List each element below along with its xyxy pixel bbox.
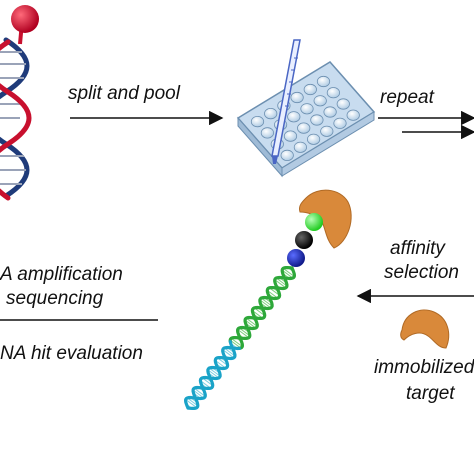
label-sequencing: sequencing bbox=[6, 288, 104, 309]
arrow-repeat bbox=[378, 110, 474, 140]
plate-well bbox=[326, 87, 340, 99]
plate-well bbox=[260, 127, 274, 139]
helix-rung bbox=[229, 339, 241, 349]
plate-well bbox=[250, 116, 265, 128]
helix-rung bbox=[185, 399, 198, 409]
label-hit-evaluation: NA hit evaluation bbox=[0, 343, 143, 364]
plate-well bbox=[336, 98, 350, 110]
helix-rung bbox=[259, 299, 272, 309]
plate-well bbox=[316, 75, 331, 88]
helix-rung bbox=[239, 327, 251, 337]
helix-strand bbox=[235, 266, 294, 350]
helix-rung bbox=[245, 317, 258, 327]
plate-well bbox=[293, 141, 307, 153]
dna-conjugate-icon bbox=[183, 189, 352, 410]
helix-rung bbox=[222, 349, 235, 359]
black-bead-icon bbox=[295, 231, 313, 249]
plate-well bbox=[297, 122, 311, 134]
helix-rung bbox=[187, 397, 199, 407]
label-split-and-pool: split and pool bbox=[68, 83, 180, 104]
label-selection: selection bbox=[384, 262, 459, 283]
blue-bead-icon bbox=[287, 249, 305, 267]
helix-rung bbox=[275, 277, 288, 287]
plate-well bbox=[306, 133, 321, 145]
label-affinity: affinity bbox=[390, 238, 445, 259]
helix-rung bbox=[281, 269, 293, 279]
helix-strand bbox=[228, 266, 297, 344]
plate-well bbox=[346, 109, 360, 121]
helix-strand bbox=[183, 340, 237, 410]
double-helix-icon bbox=[0, 21, 32, 201]
target-protein-icon bbox=[400, 309, 450, 349]
plate-well bbox=[313, 95, 327, 107]
helix-rung bbox=[274, 279, 287, 289]
helix-rung bbox=[244, 319, 257, 329]
plate-well bbox=[310, 114, 324, 126]
plate-well bbox=[323, 106, 337, 118]
helix-rung bbox=[192, 389, 205, 399]
helix-rung bbox=[260, 297, 273, 307]
plate-well bbox=[333, 117, 347, 129]
plate-well bbox=[264, 108, 278, 120]
plate-well bbox=[300, 103, 314, 115]
helix-rung bbox=[230, 337, 243, 347]
label-amplification: A amplification bbox=[0, 264, 123, 285]
well-plate-icon bbox=[236, 61, 376, 178]
green-bead-icon bbox=[305, 213, 323, 231]
helix-rung bbox=[193, 387, 206, 397]
helix-rung bbox=[208, 367, 221, 377]
plate-well bbox=[290, 91, 304, 104]
red-ball-icon bbox=[11, 5, 39, 33]
label-target: target bbox=[406, 383, 455, 404]
helix-rung bbox=[207, 369, 220, 379]
helix-rung bbox=[223, 347, 236, 357]
plate-well bbox=[303, 83, 317, 96]
label-repeat: repeat bbox=[380, 87, 434, 108]
plate-well bbox=[280, 149, 294, 161]
plate-well bbox=[320, 125, 334, 137]
pipette-icon bbox=[271, 39, 301, 164]
helix-rung bbox=[237, 329, 250, 339]
plate-well bbox=[283, 130, 298, 142]
helix-rung bbox=[282, 267, 295, 277]
bound-protein-icon bbox=[299, 189, 352, 249]
plate-well bbox=[287, 111, 301, 123]
label-immobilized: immobilized bbox=[374, 357, 474, 378]
